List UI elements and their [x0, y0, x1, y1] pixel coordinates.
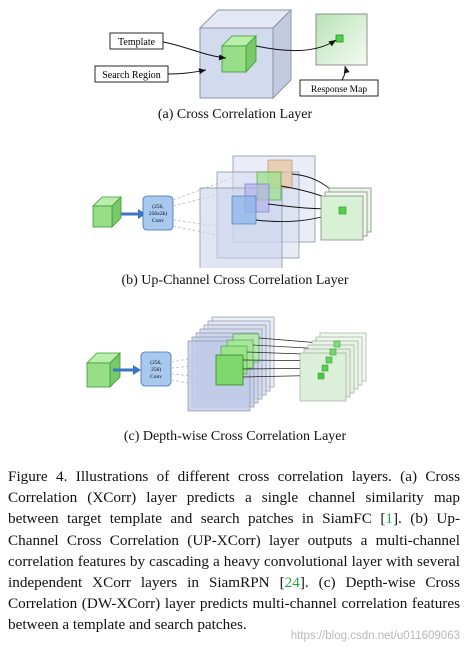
caption-part-2: ]. (b) Up-Channel Cross Correlation (UP-…: [8, 510, 461, 592]
search-region-label-box: [94, 65, 169, 83]
response-peak: [335, 34, 344, 43]
conv-label-line3: Conv: [152, 218, 164, 224]
output-maps: [299, 332, 367, 402]
template-label-box: [109, 32, 164, 50]
caption-part-1: Figure 4. Illustrations of different cro…: [8, 468, 460, 528]
template-block: [92, 196, 122, 228]
output-maps: [320, 187, 372, 241]
panel-a-caption: (a) Cross Correlation Layer: [157, 107, 313, 122]
conv-label-line3: Conv: [150, 374, 162, 380]
citation-link-1[interactable]: 1: [385, 510, 393, 528]
figure-caption: Figure 4. Illustrations of different cro…: [8, 466, 460, 636]
panel-c-caption: (c) Depth-wise Cross Correlation Layer: [123, 429, 347, 444]
conv-label-line1: (256,: [150, 359, 162, 366]
search-region-arrow: [167, 68, 207, 75]
kernel-blocks: [215, 333, 260, 386]
search-region-label: Search Region: [102, 70, 161, 81]
kernel-blocks: [231, 159, 293, 225]
watermark: https://blog.csdn.net/u011609063: [290, 630, 460, 642]
conv-label-line1: (256,: [152, 203, 164, 210]
response-label-arrow: [341, 65, 350, 81]
response-map-label: Response Map: [311, 85, 367, 95]
conv-label-line2: 256): [151, 366, 161, 373]
caption-part-3: ]. (c) Depth-wise Cross Correlation (DW-…: [8, 574, 460, 634]
conv-label-line2: 256x2k): [149, 210, 168, 217]
conv-box: [140, 351, 172, 387]
conv-box: [142, 195, 174, 231]
response-map-label-box: [299, 79, 379, 97]
template-block: [221, 35, 257, 74]
response-arrow: [255, 39, 337, 52]
template-arrow: [162, 41, 227, 61]
panel-a-diagram: Template Search Region Response Map: [94, 8, 379, 100]
panel-b-diagram: (256, 256x2k) Conv: [92, 155, 372, 268]
template-label: Template: [118, 37, 156, 48]
citation-link-24[interactable]: 24: [284, 574, 300, 592]
panel-c-diagram: (256, 256) Conv: [86, 316, 367, 412]
template-block: [86, 352, 121, 388]
panel-b-caption: (b) Up-Channel Cross Correlation Layer: [121, 273, 349, 288]
